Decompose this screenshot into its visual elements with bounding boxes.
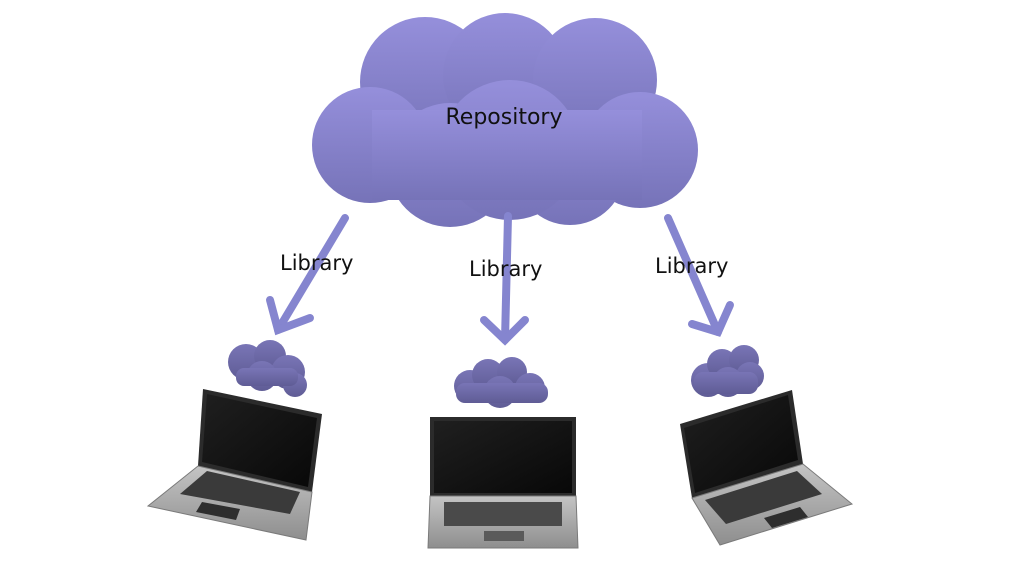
laptop-icon-right — [680, 390, 854, 546]
laptop-icon-center — [427, 417, 579, 549]
laptop-icon-left — [146, 389, 322, 541]
download-arrow-left — [266, 214, 349, 336]
download-arrow-right — [664, 214, 734, 337]
local-cloud-icon-right — [691, 345, 764, 397]
library-label-right: Library — [655, 254, 728, 278]
download-arrow-center — [480, 212, 529, 346]
library-label-center: Library — [469, 257, 542, 281]
library-label-left: Library — [280, 251, 353, 275]
local-cloud-icon-left — [228, 340, 307, 397]
local-cloud-icon-center — [454, 357, 548, 408]
repository-label: Repository — [446, 105, 563, 130]
repository-cloud-icon: Repository — [312, 13, 698, 227]
